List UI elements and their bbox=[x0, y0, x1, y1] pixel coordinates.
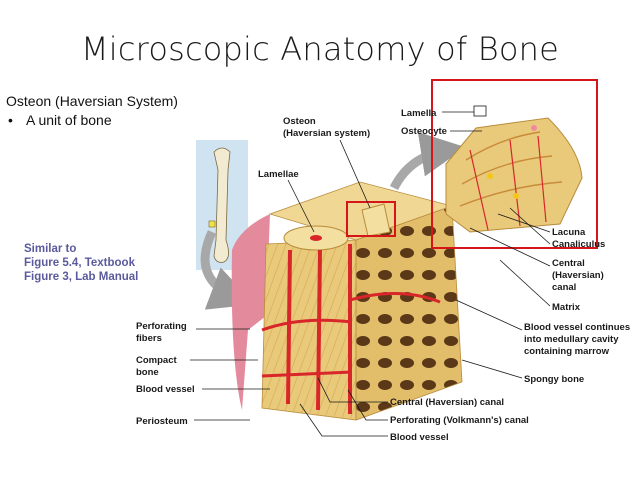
section-heading: Osteon (Haversian System) bbox=[6, 93, 178, 109]
label-spongy-bone: Spongy bone bbox=[524, 374, 584, 385]
blood-vessels-horizontal bbox=[261, 318, 353, 378]
femur-location-marker bbox=[208, 220, 216, 228]
leader-lines bbox=[190, 111, 551, 437]
label-lacuna: Lacuna bbox=[552, 227, 586, 238]
canaliculi bbox=[469, 135, 547, 231]
label-lamella: Lamella bbox=[401, 108, 437, 119]
label-compact-bone-2: bone bbox=[136, 367, 159, 378]
label-periosteum: Periosteum bbox=[136, 416, 188, 427]
curved-arrow-right bbox=[389, 131, 466, 191]
periosteum-layer bbox=[231, 214, 270, 410]
osteon-sample bbox=[361, 203, 391, 237]
blood-vessels-vertical bbox=[286, 244, 352, 414]
label-blood-vessel-continues-1: Blood vessel continues bbox=[524, 322, 630, 333]
bullet-marker: • bbox=[8, 112, 13, 128]
osteon-highlight-box bbox=[346, 201, 396, 237]
label-central-canal-3: canal bbox=[552, 282, 576, 293]
reference-note-line-1: Similar to bbox=[24, 243, 77, 255]
reference-note: Similar to Figure 5.4, Textbook Figure 3… bbox=[24, 242, 138, 284]
label-lamellae: Lamellae bbox=[258, 169, 299, 180]
femur-bone-icon bbox=[213, 147, 231, 263]
reference-note-line-2: Figure 5.4, Textbook bbox=[24, 257, 135, 269]
label-blood-vessel-bottom: Blood vessel bbox=[390, 432, 449, 443]
central-canal-opening bbox=[310, 235, 322, 241]
curved-arrow-left bbox=[200, 230, 255, 310]
bullet-item: • A unit of bone bbox=[8, 112, 112, 128]
label-central-canal-2: (Haversian) bbox=[552, 270, 604, 281]
label-matrix: Matrix bbox=[552, 302, 581, 313]
label-perforating-fibers-2: fibers bbox=[136, 333, 162, 344]
blood-vessel-to-marrow bbox=[349, 292, 441, 304]
label-perforating-fibers-1: Perforating bbox=[136, 321, 187, 332]
lamellae-rings bbox=[459, 131, 563, 207]
label-volkmann-canal: Perforating (Volkmann's) canal bbox=[390, 415, 529, 426]
label-osteocyte: Osteocyte bbox=[401, 126, 447, 137]
slide-title: Microscopic Anatomy of Bone bbox=[80, 30, 560, 68]
label-blood-vessel-continues-3: containing marrow bbox=[524, 346, 610, 357]
spongy-bone-region bbox=[355, 205, 463, 421]
label-osteon: Osteon bbox=[283, 116, 316, 127]
osteocyte-cell bbox=[513, 193, 519, 199]
label-blood-vessel-left: Blood vessel bbox=[136, 384, 195, 395]
label-canaliculus: Canaliculus bbox=[552, 239, 605, 250]
zoom-highlight-box bbox=[431, 79, 598, 249]
label-blood-vessel-continues-2: into medullary cavity bbox=[524, 334, 619, 345]
block-front-face bbox=[261, 239, 357, 421]
lamella-marker bbox=[473, 105, 487, 117]
label-osteon-sub: (Haversian system) bbox=[283, 128, 370, 139]
osteon-zoom bbox=[445, 105, 583, 233]
osteocyte-cell bbox=[531, 125, 537, 131]
label-compact-bone-1: Compact bbox=[136, 355, 177, 366]
label-central-canal-1: Central bbox=[552, 258, 585, 269]
reference-note-line-3: Figure 3, Lab Manual bbox=[24, 271, 139, 283]
label-central-canal-bottom: Central (Haversian) canal bbox=[390, 397, 504, 408]
osteocyte-cell bbox=[487, 173, 493, 179]
bullet-text: A unit of bone bbox=[26, 112, 112, 128]
